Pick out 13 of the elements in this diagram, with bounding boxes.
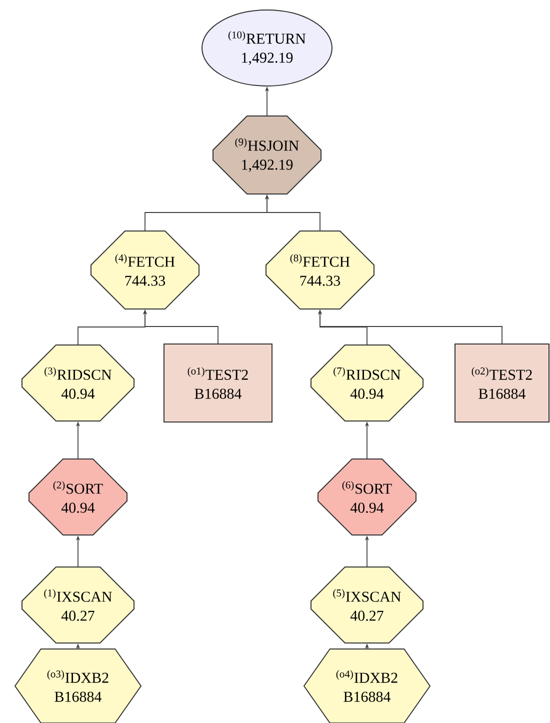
operator-octagon: $^{(6)}$SORT 40.94 [318, 458, 416, 536]
index-hexagon: $^{(o4)}$IDXB2 B16884 [303, 648, 431, 723]
operator-octagon: $^{(3)}$RIDSCN 40.94 [22, 344, 134, 422]
operator-octagon: $^{(9)}$HSJOIN 1,492.19 [212, 116, 322, 194]
operator-octagon: $^{(4)}$FETCH 744.33 [90, 230, 200, 310]
table-box: $^{(o2)}$TEST2 B16884 [454, 344, 550, 422]
operator-octagon: $^{(2)}$SORT 40.94 [28, 458, 128, 536]
operator-octagon: $^{(8)}$FETCH 744.33 [266, 230, 374, 310]
operator-octagon: $^{(5)}$IXSCAN 40.27 [310, 566, 424, 644]
table-box: $^{(o1)}$TEST2 B16884 [164, 344, 272, 422]
operator-octagon: $^{(7)}$RIDSCN 40.94 [310, 344, 424, 422]
operator-octagon: $^{(1)}$IXSCAN 40.27 [22, 566, 134, 644]
index-hexagon: $^{(o3)}$IDXB2 B16884 [14, 648, 142, 723]
